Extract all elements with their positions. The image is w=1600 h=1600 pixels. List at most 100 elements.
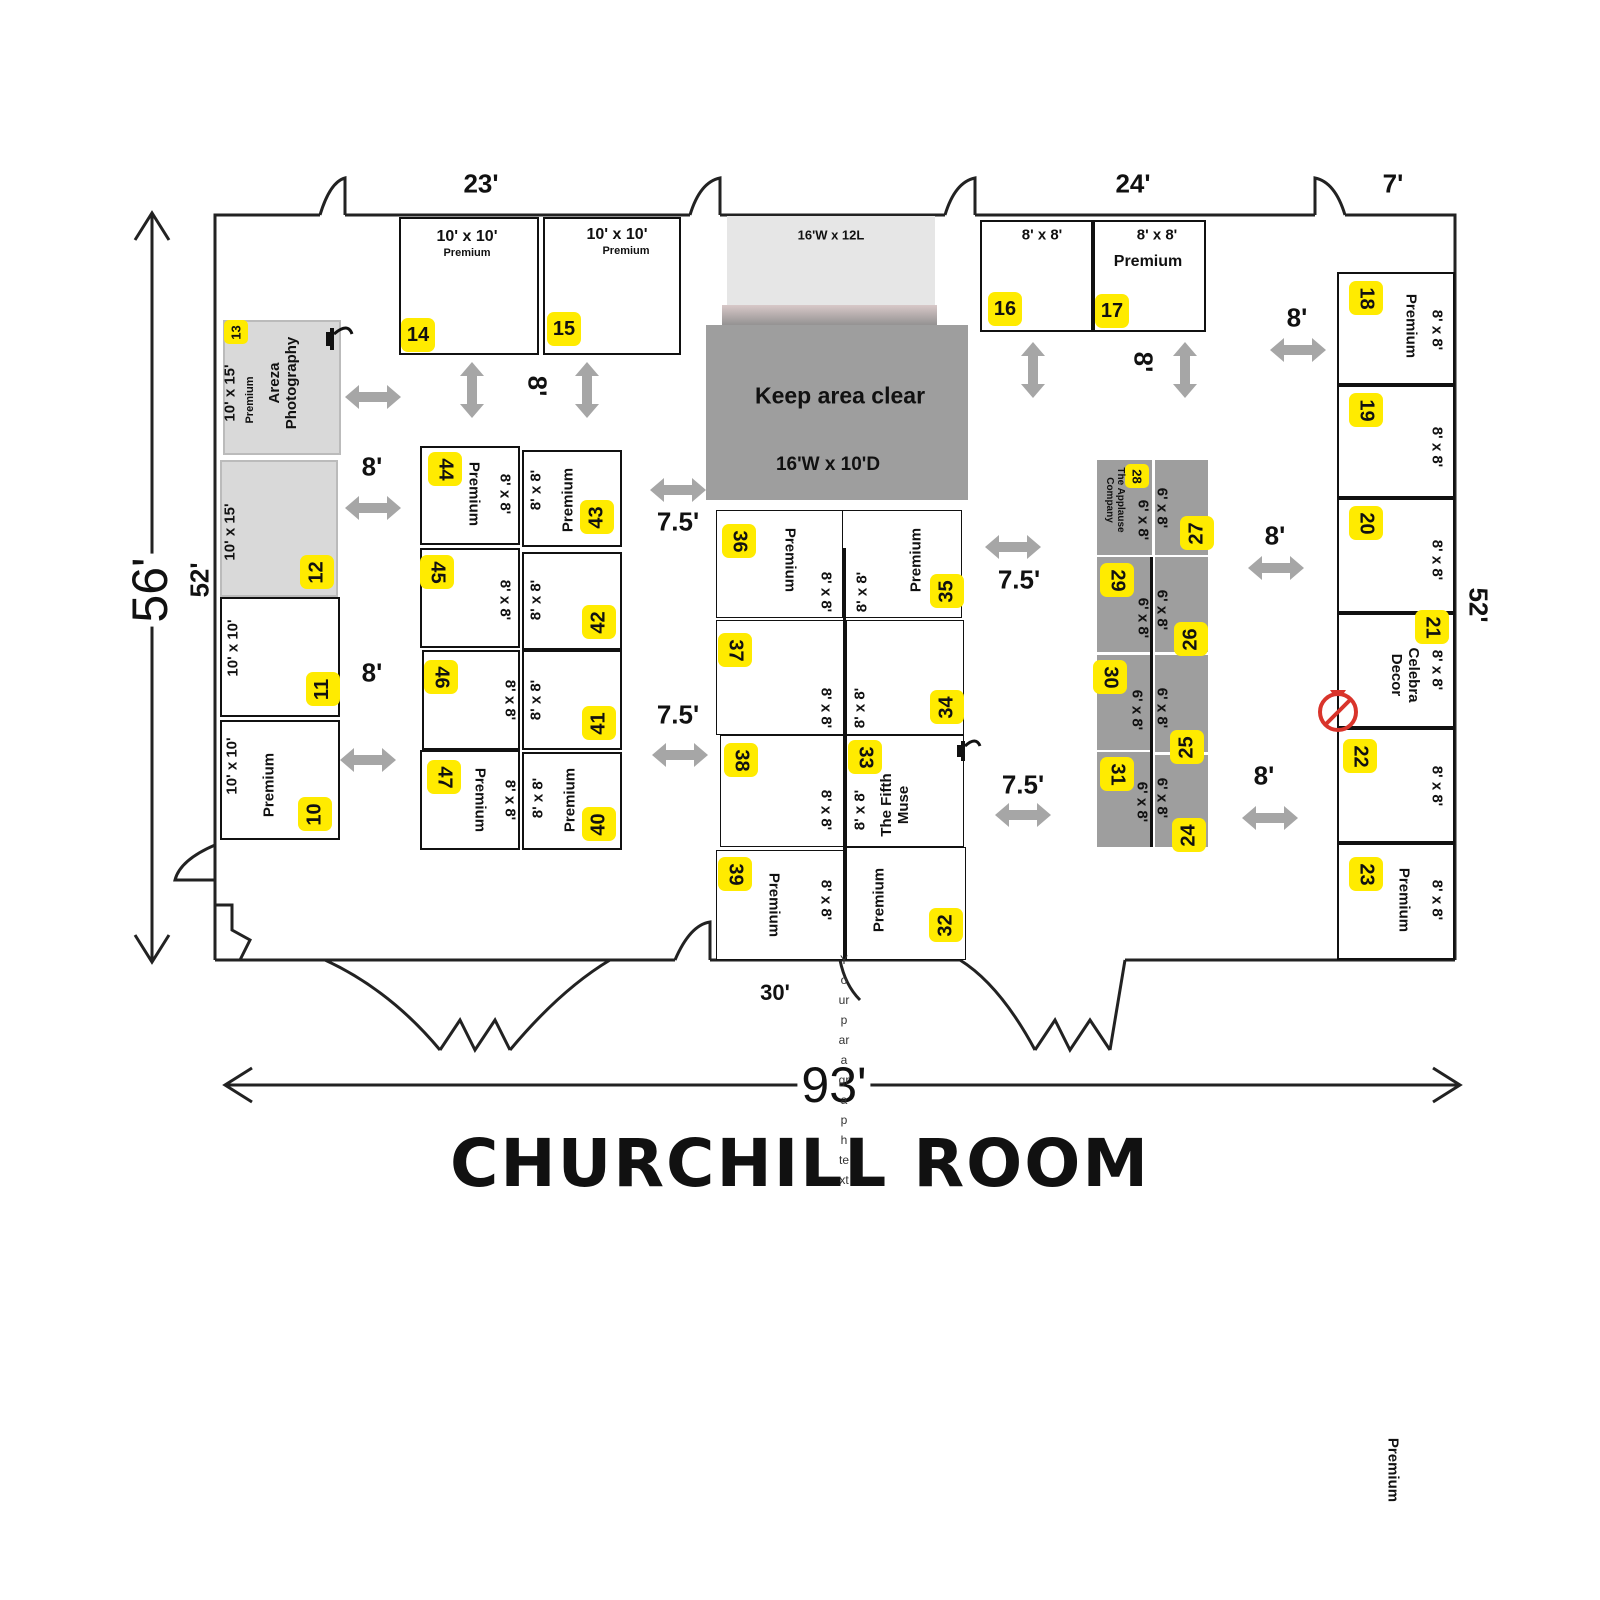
aisle-label: 8' bbox=[361, 451, 383, 482]
dim-bottom-overall: 93' bbox=[797, 1056, 871, 1114]
booth-number: 29 bbox=[1100, 563, 1134, 597]
booth-note: Premium bbox=[443, 247, 491, 259]
booth-size: 8' x 8' bbox=[527, 679, 545, 721]
booth-note: Premium bbox=[1402, 293, 1420, 359]
booth-number: 40 bbox=[582, 807, 616, 841]
booth-note: Premium bbox=[870, 867, 888, 933]
booth-number: 18 bbox=[1349, 281, 1383, 315]
booth-18[interactable] bbox=[1337, 272, 1455, 385]
booth-size: 8' x 8' bbox=[817, 879, 835, 921]
booth-17[interactable] bbox=[1093, 220, 1206, 332]
booth-number: 24 bbox=[1172, 818, 1206, 852]
booth-size: 10' x 10' bbox=[586, 226, 648, 243]
booth-exhibitor: The Fifth Muse bbox=[878, 773, 912, 837]
booth-number: 45 bbox=[420, 555, 454, 589]
booth-number: 43 bbox=[580, 500, 614, 534]
booth-number: 31 bbox=[1100, 757, 1134, 791]
dim-bottom-inner: 30' bbox=[760, 980, 790, 1005]
booth-note: Premium bbox=[465, 461, 483, 527]
dim-top-left: 23' bbox=[463, 168, 499, 199]
aisle-label: 7.5' bbox=[997, 564, 1041, 595]
booth-divider bbox=[1150, 557, 1153, 847]
booth-number: 11 bbox=[306, 672, 340, 706]
booth-45[interactable] bbox=[420, 548, 520, 648]
booth-number: 26 bbox=[1174, 622, 1208, 656]
booth-size: 8' x 8' bbox=[1021, 226, 1063, 244]
booth-number: 42 bbox=[582, 605, 616, 639]
keep-clear-area bbox=[706, 325, 968, 500]
booth-exhibitor: Celebra Decor bbox=[1388, 647, 1422, 703]
booth-size: 6' x 8' bbox=[1128, 689, 1146, 731]
booth-size: 8' x 8' bbox=[1428, 426, 1446, 468]
booth-number: 28 bbox=[1125, 464, 1149, 488]
placeholder-text: Your paragraph text bbox=[838, 953, 850, 1187]
booth-exhibitor: The Applause Company bbox=[1104, 467, 1126, 533]
booth-number: 23 bbox=[1349, 857, 1383, 891]
booth-number: 14 bbox=[401, 318, 435, 352]
corner-note: Premium bbox=[1384, 1437, 1402, 1503]
dim-top-right: 24' bbox=[1115, 168, 1151, 199]
booth-size: 6' x 8' bbox=[1153, 687, 1171, 729]
booth-number: 21 bbox=[1415, 610, 1449, 644]
booth-number: 46 bbox=[424, 660, 458, 694]
booth-size: 10' x 10' bbox=[223, 737, 241, 795]
booth-note: Premium bbox=[781, 527, 799, 593]
booth-note: Premium bbox=[1113, 253, 1183, 270]
booth-size: 8' x 8' bbox=[851, 687, 869, 729]
aisle-label: 8' bbox=[1264, 520, 1286, 551]
booth-note: Premium bbox=[765, 872, 783, 938]
booth-number: 17 bbox=[1095, 294, 1129, 328]
booth-number: 30 bbox=[1093, 660, 1127, 694]
booth-size: 10' x 10' bbox=[224, 619, 242, 677]
booth-divider bbox=[843, 548, 846, 960]
booth-size: 8' x 8' bbox=[853, 571, 871, 613]
booth-size: 8' x 8' bbox=[496, 473, 514, 515]
booth-41[interactable] bbox=[522, 650, 622, 750]
booth-size: 8' x 8' bbox=[529, 777, 547, 819]
keep-clear-label: Keep area clear bbox=[754, 382, 926, 409]
booth-note: Premium bbox=[907, 527, 925, 593]
booth-size: 8' x 8' bbox=[527, 579, 545, 621]
booth-size: 8' x 8' bbox=[1136, 226, 1178, 244]
booth-size: 6' x 8' bbox=[1153, 589, 1171, 631]
booth-number: 35 bbox=[930, 574, 964, 608]
booth-size: 8' x 8' bbox=[851, 789, 869, 831]
aisle-label: 7.5' bbox=[656, 699, 700, 730]
booth-23[interactable] bbox=[1337, 843, 1455, 960]
booth-note: Premium bbox=[561, 767, 579, 833]
booth-32[interactable] bbox=[846, 847, 966, 960]
booth-number: 38 bbox=[724, 743, 758, 777]
power-outlet-icon bbox=[316, 326, 354, 350]
booth-size: 6' x 8' bbox=[1153, 777, 1171, 819]
booth-size: 8' x 8' bbox=[1428, 765, 1446, 807]
booth-number: 34 bbox=[930, 690, 964, 724]
booth-size: 6' x 8' bbox=[1133, 781, 1151, 823]
stage-edge bbox=[722, 305, 937, 327]
booth-number: 19 bbox=[1349, 393, 1383, 427]
room-title: CHURCHILL ROOM bbox=[449, 1125, 1151, 1202]
booth-note: Premium bbox=[559, 467, 577, 533]
aisle-label: 7.5' bbox=[656, 506, 700, 537]
booth-number: 20 bbox=[1349, 506, 1383, 540]
stage-label: 16'W x 12L bbox=[797, 227, 865, 243]
booth-size: 8' x 8' bbox=[527, 469, 545, 511]
booth-42[interactable] bbox=[522, 552, 622, 650]
booth-size: 8' x 8' bbox=[501, 679, 519, 721]
dim-left-overall: 56' bbox=[121, 553, 179, 627]
booth-number: 44 bbox=[428, 452, 462, 486]
no-entry-icon bbox=[1318, 690, 1358, 732]
power-outlet-icon bbox=[948, 739, 982, 761]
dim-right-inner: 52' bbox=[1463, 587, 1494, 623]
booth-size: 8' x 8' bbox=[817, 687, 835, 729]
booth-number: 33 bbox=[848, 740, 882, 774]
booth-note: Premium bbox=[244, 376, 256, 424]
booth-size: 10' x 15' bbox=[221, 364, 239, 422]
booth-size: 8' x 8' bbox=[501, 779, 519, 821]
booth-number: 12 bbox=[300, 555, 334, 589]
booth-size: 10' x 15' bbox=[221, 503, 239, 561]
booth-note: Premium bbox=[471, 767, 489, 833]
booth-size: 10' x 10' bbox=[436, 228, 498, 245]
booth-number: 32 bbox=[929, 908, 963, 942]
booth-note: Premium bbox=[260, 752, 278, 818]
